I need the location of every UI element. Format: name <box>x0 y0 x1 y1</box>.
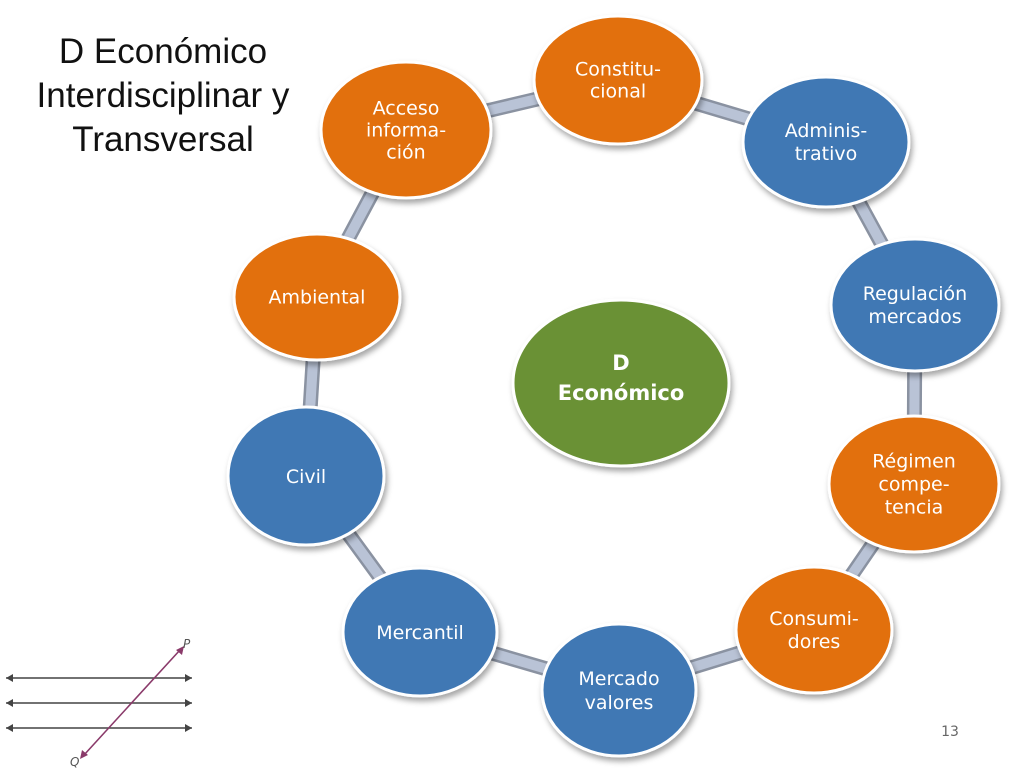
node-consumidores: Consumi-dores <box>734 565 894 695</box>
node-mercado-valores-label-2: valores <box>585 692 654 714</box>
node-regimen-competencia-ellipse <box>827 414 1001 554</box>
node-acceso-informacion-label-3: ción <box>386 141 425 163</box>
node-civil-ellipse <box>226 405 386 547</box>
node-administrativo-ellipse <box>741 75 911 209</box>
label-p: P <box>183 637 191 651</box>
page-number: 13 <box>941 724 959 740</box>
node-mercantil: Mercantil <box>341 566 499 698</box>
node-constitucional: Constitu-cional <box>532 14 704 146</box>
node-civil-label-1: Civil <box>286 466 326 488</box>
node-ambiental: Ambiental <box>232 232 402 362</box>
node-constitucional-label-2: cional <box>590 80 646 102</box>
label-q: Q <box>70 755 79 768</box>
node-consumidores-label-1: Consumi- <box>769 608 859 630</box>
center-node: D Económico <box>511 298 731 468</box>
node-acceso-informacion-ellipse <box>319 60 493 200</box>
transversal-line <box>83 649 181 756</box>
node-regulacion-mercados-label-1: Regulación <box>863 283 967 305</box>
node-regimen-competencia-label-2: compe- <box>878 474 949 496</box>
node-mercado-valores-ellipse <box>540 622 698 758</box>
node-constitucional-label-1: Constitu- <box>575 58 661 80</box>
node-mercantil-label-1: Mercantil <box>376 622 464 644</box>
node-acceso-informacion-label-1: Acceso <box>373 97 440 119</box>
transversal-lines-figure: P Q <box>6 637 192 768</box>
node-administrativo-label-1: Adminis- <box>785 120 868 142</box>
node-administrativo: Adminis-trativo <box>741 75 911 209</box>
node-group: Constitu-cionalAdminis-trativoRegulación… <box>226 14 1001 758</box>
node-mercantil-ellipse <box>341 566 499 698</box>
center-label-1: D <box>612 351 629 375</box>
node-civil: Civil <box>226 405 386 547</box>
node-regimen-competencia-label-3: tencia <box>885 497 944 519</box>
node-regulacion-mercados-label-2: mercados <box>868 306 961 328</box>
node-mercado-valores-label-1: Mercado <box>578 668 659 690</box>
node-regimen-competencia-label-1: Régimen <box>872 451 956 473</box>
node-consumidores-label-2: dores <box>788 631 841 653</box>
node-ambiental-ellipse <box>232 232 402 362</box>
node-administrativo-label-2: trativo <box>795 143 858 165</box>
node-consumidores-ellipse <box>734 565 894 695</box>
node-constitucional-ellipse <box>532 14 704 146</box>
node-ambiental-label-1: Ambiental <box>269 287 366 309</box>
slide-title: D Económico Interdisciplinar y Transvers… <box>36 32 290 159</box>
center-ellipse <box>511 298 731 468</box>
center-label-2: Económico <box>558 381 685 405</box>
node-acceso-informacion-label-2: informa- <box>366 119 446 141</box>
node-regulacion-mercados-ellipse <box>829 237 1001 373</box>
